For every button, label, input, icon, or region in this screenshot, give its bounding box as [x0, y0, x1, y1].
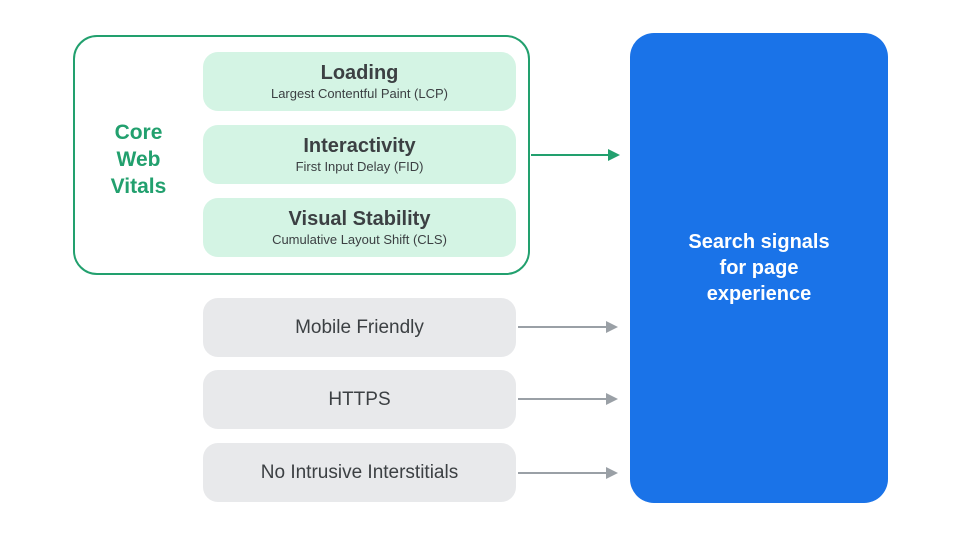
arrow-https-head [606, 393, 618, 405]
search-signals-line: Search signals [688, 231, 830, 253]
search-signals-box: Search signals for page experience [630, 33, 888, 503]
arrow-no-intrusive-interstitials-head [606, 467, 618, 479]
cwv-item-loading-subtitle: Largest Contentful Paint (LCP) [270, 86, 449, 101]
signal-item-https: HTTPS [203, 370, 516, 429]
search-signals-line: for page [719, 257, 799, 279]
core-web-vitals-label-line: Core [114, 121, 163, 144]
core-web-vitals-label-line: Web [116, 148, 161, 171]
arrow-core-web-vitals-head [608, 149, 620, 161]
signal-item-https-label: HTTPS [328, 388, 391, 410]
arrow-mobile-friendly-head [606, 321, 618, 333]
cwv-item-interactivity-subtitle: First Input Delay (FID) [295, 159, 424, 174]
cwv-item-interactivity-title: Interactivity [303, 135, 416, 157]
core-web-vitals-label-line: Vitals [110, 175, 167, 198]
cwv-item-loading-title: Loading [320, 62, 399, 84]
signal-item-no-intrusive-interstitials: No Intrusive Interstitials [203, 443, 516, 502]
cwv-item-interactivity: Interactivity First Input Delay (FID) [203, 125, 516, 184]
cwv-item-visual-stability: Visual Stability Cumulative Layout Shift… [203, 198, 516, 257]
cwv-item-visual-stability-title: Visual Stability [288, 208, 431, 230]
cwv-item-visual-stability-subtitle: Cumulative Layout Shift (CLS) [272, 232, 447, 247]
core-web-vitals-label: Core Web Vitals [73, 119, 204, 200]
cwv-item-loading: Loading Largest Contentful Paint (LCP) [203, 52, 516, 111]
search-signals-line: experience [706, 283, 812, 305]
core-web-vitals-group [73, 35, 530, 275]
signal-item-mobile-friendly-label: Mobile Friendly [295, 316, 424, 338]
signal-item-mobile-friendly: Mobile Friendly [203, 298, 516, 357]
signal-item-no-intrusive-interstitials-label: No Intrusive Interstitials [260, 461, 459, 483]
